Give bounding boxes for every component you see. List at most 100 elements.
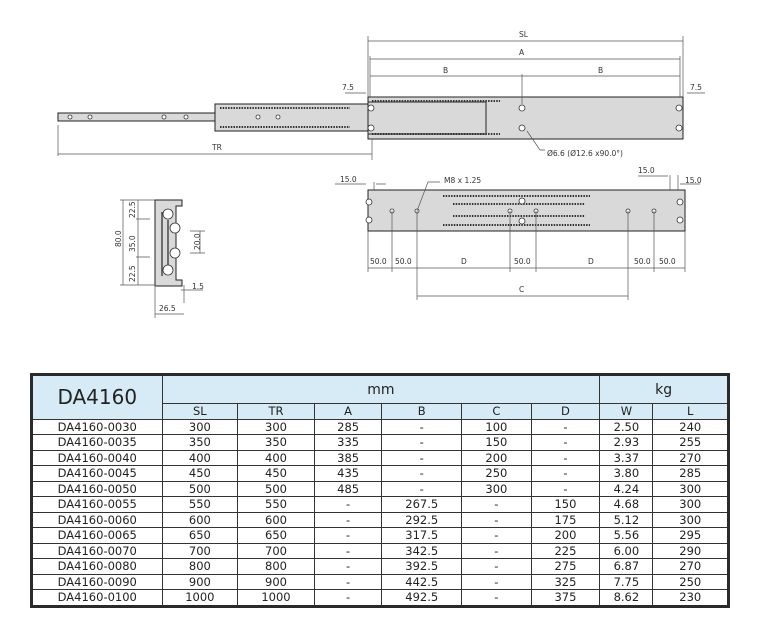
value-cell: - <box>381 480 463 497</box>
value-cell: - <box>381 434 463 451</box>
value-cell: - <box>461 527 532 544</box>
value-cell: 300 <box>237 418 315 435</box>
dim-gap: 1.5 <box>192 282 204 291</box>
value-cell: 375 <box>530 589 601 607</box>
model-cell: DA4160-0030 <box>31 418 163 435</box>
model-cell: DA4160-0055 <box>31 496 163 513</box>
value-cell: 275 <box>530 558 601 575</box>
value-cell: 650 <box>237 527 315 544</box>
value-cell: 200 <box>530 527 601 544</box>
value-cell: 442.5 <box>381 573 463 590</box>
dim-bottom: 22.5 <box>128 265 137 282</box>
value-cell: 6.00 <box>599 542 654 559</box>
value-cell: 650 <box>161 527 239 544</box>
value-cell: 335 <box>313 434 383 451</box>
dim-top: 22.5 <box>128 201 137 218</box>
value-cell: 300 <box>652 496 729 513</box>
model-cell: DA4160-0080 <box>31 558 163 575</box>
model-cell: DA4160-0040 <box>31 449 163 466</box>
value-cell: 485 <box>313 480 383 497</box>
value-cell: 150 <box>461 434 532 451</box>
value-cell: 300 <box>461 480 532 497</box>
column-header-sl: SL <box>161 403 239 420</box>
value-cell: 200 <box>461 449 532 466</box>
value-cell: 292.5 <box>381 511 463 528</box>
value-cell: - <box>461 511 532 528</box>
value-cell: 325 <box>530 573 601 590</box>
value-cell: 800 <box>161 558 239 575</box>
dim-left-15: 15.0 <box>340 175 357 184</box>
value-cell: 175 <box>530 511 601 528</box>
dim-right-15a: 15.0 <box>638 166 655 175</box>
value-cell: 3.80 <box>599 465 654 482</box>
value-cell: 900 <box>161 573 239 590</box>
value-cell: 250 <box>461 465 532 482</box>
model-cell: DA4160-0060 <box>31 511 163 528</box>
model-cell: DA4160-0065 <box>31 527 163 544</box>
value-cell: - <box>530 480 601 497</box>
value-cell: - <box>313 527 383 544</box>
model-cell: DA4160-0070 <box>31 542 163 559</box>
dim-50-4: 50.0 <box>634 257 651 266</box>
value-cell: - <box>461 496 532 513</box>
dim-right-15b: 15.0 <box>685 176 702 185</box>
dim-50-3: 50.0 <box>514 257 531 266</box>
value-cell: 435 <box>313 465 383 482</box>
column-header-c: C <box>461 403 532 420</box>
dim-d-1: D <box>461 257 467 266</box>
value-cell: 4.24 <box>599 480 654 497</box>
top-view: SL A B B 7.5 7.5 TR Ø6.6 (Ø12.6 x90.0°) <box>57 30 705 160</box>
value-cell: - <box>381 449 463 466</box>
value-cell: 285 <box>313 418 383 435</box>
value-cell: 240 <box>652 418 729 435</box>
column-header-b: B <box>381 403 463 420</box>
value-cell: - <box>461 573 532 590</box>
model-cell: DA4160-0050 <box>31 480 163 497</box>
value-cell: 270 <box>652 558 729 575</box>
dim-b-right: B <box>598 66 603 75</box>
dim-a: A <box>519 48 525 57</box>
value-cell: 267.5 <box>381 496 463 513</box>
column-header-a: A <box>313 403 383 420</box>
value-cell: - <box>381 418 463 435</box>
dim-50-5: 50.0 <box>659 257 676 266</box>
value-cell: 700 <box>237 542 315 559</box>
value-cell: 300 <box>652 511 729 528</box>
value-cell: - <box>530 434 601 451</box>
value-cell: 270 <box>652 449 729 466</box>
column-header-l: L <box>652 403 729 420</box>
dim-offset-right: 7.5 <box>690 83 702 92</box>
value-cell: - <box>530 418 601 435</box>
value-cell: - <box>313 558 383 575</box>
dim-sl: SL <box>519 30 529 39</box>
value-cell: 400 <box>237 449 315 466</box>
value-cell: - <box>461 589 532 607</box>
dim-offset-left: 7.5 <box>342 83 354 92</box>
value-cell: 350 <box>237 434 315 451</box>
column-header-d: D <box>530 403 601 420</box>
value-cell: 255 <box>652 434 729 451</box>
value-cell: 5.12 <box>599 511 654 528</box>
value-cell: 7.75 <box>599 573 654 590</box>
value-cell: 3.37 <box>599 449 654 466</box>
value-cell: 2.50 <box>599 418 654 435</box>
model-cell: DA4160-0035 <box>31 434 163 451</box>
dim-c: C <box>519 285 524 294</box>
column-header-tr: TR <box>237 403 315 420</box>
value-cell: 8.62 <box>599 589 654 607</box>
value-cell: 492.5 <box>381 589 463 607</box>
value-cell: 4.68 <box>599 496 654 513</box>
value-cell: 900 <box>237 573 315 590</box>
value-cell: 230 <box>652 589 729 607</box>
value-cell: 550 <box>161 496 239 513</box>
value-cell: 300 <box>652 480 729 497</box>
